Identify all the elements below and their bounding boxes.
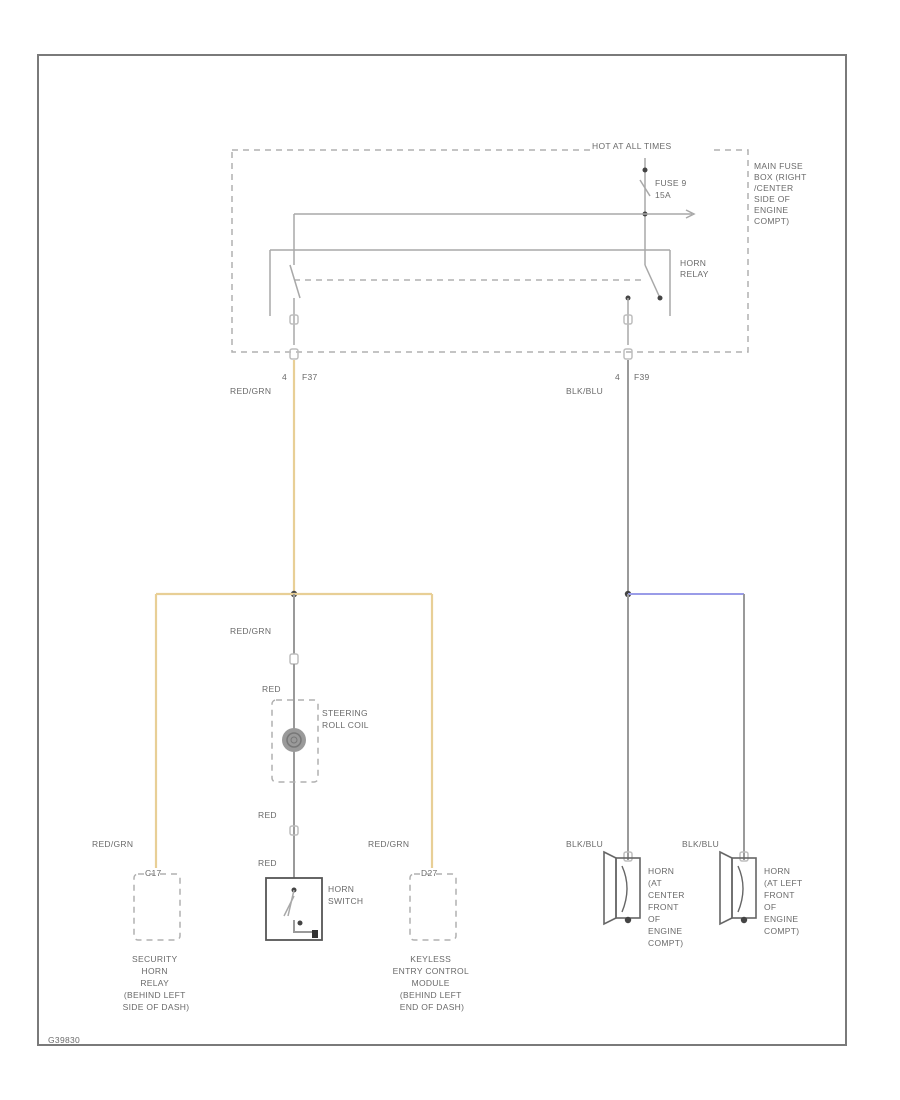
steering-wire-mid: RED (258, 810, 277, 820)
connector-f39: 4 F39 (615, 348, 650, 382)
keyless-entry-control-module: D27 KEYLESS ENTRY CONTROL MODULE (BEHIND… (393, 868, 472, 1012)
horn-left-label: HORN (AT LEFT FRONT OF ENGINE COMPT) (764, 866, 805, 936)
fuse-9: FUSE 9 15A (639, 178, 687, 200)
connector-f37-pin: 4 (282, 372, 287, 382)
fuse-name: FUSE 9 (655, 178, 687, 188)
connector-f39-id: F39 (634, 372, 650, 382)
horn-center-wire-color: BLK/BLU (566, 839, 603, 849)
keyless-module-wire-color: RED/GRN (368, 839, 409, 849)
connector-f37: 4 F37 (282, 348, 318, 382)
steering-wire-top: RED (262, 684, 281, 694)
horn-switch: HORN SWITCH (265, 877, 363, 941)
horn-relay-label: HORN RELAY (680, 258, 709, 279)
keyless-module-pin: D27 (421, 868, 438, 878)
security-relay-label: SECURITY HORN RELAY (BEHIND LEFT SIDE OF… (123, 954, 190, 1012)
steering-roll-coil: STEERING ROLL COIL (271, 699, 371, 783)
connector-f39-pin: 4 (615, 372, 620, 382)
diagram-frame (37, 54, 847, 1046)
fuse-box-left-terminal (289, 314, 299, 325)
horn-center: HORN (AT CENTER FRONT OF ENGINE COMPT) (603, 850, 687, 948)
horn-switch-label: HORN SWITCH (328, 884, 363, 906)
horn-left: HORN (AT LEFT FRONT OF ENGINE COMPT) (719, 850, 805, 936)
keyless-module-label: KEYLESS ENTRY CONTROL MODULE (BEHIND LEF… (393, 954, 472, 1012)
fuse-box-header: HOT AT ALL TIMES (592, 141, 671, 151)
horn-left-wire-color: BLK/BLU (682, 839, 719, 849)
right-main-wire-color: BLK/BLU (566, 386, 603, 396)
connector-f37-id: F37 (302, 372, 318, 382)
steering-wire-bottom: RED (258, 858, 277, 868)
center-branch-connector (289, 653, 299, 665)
security-relay-pin: C17 (145, 868, 162, 878)
security-relay-wire-color: RED/GRN (92, 839, 133, 849)
main-fuse-box: HOT AT ALL TIMES MAIN FUSE BOX (RIGHT /C… (231, 141, 809, 353)
center-branch-wire-color: RED/GRN (230, 626, 271, 636)
security-horn-relay: C17 SECURITY HORN RELAY (BEHIND LEFT SID… (123, 868, 190, 1012)
fuse-box-label: MAIN FUSE BOX (RIGHT /CENTER SIDE OF ENG… (754, 161, 809, 226)
left-main-wire-color: RED/GRN (230, 386, 271, 396)
steering-roll-coil-label: STEERING ROLL COIL (322, 708, 371, 730)
horn-relay: HORN RELAY (644, 250, 709, 301)
fuse-rating: 15A (655, 190, 671, 200)
diagram-code: G39830 (48, 1035, 80, 1045)
horn-center-label: HORN (AT CENTER FRONT OF ENGINE COMPT) (648, 866, 687, 948)
